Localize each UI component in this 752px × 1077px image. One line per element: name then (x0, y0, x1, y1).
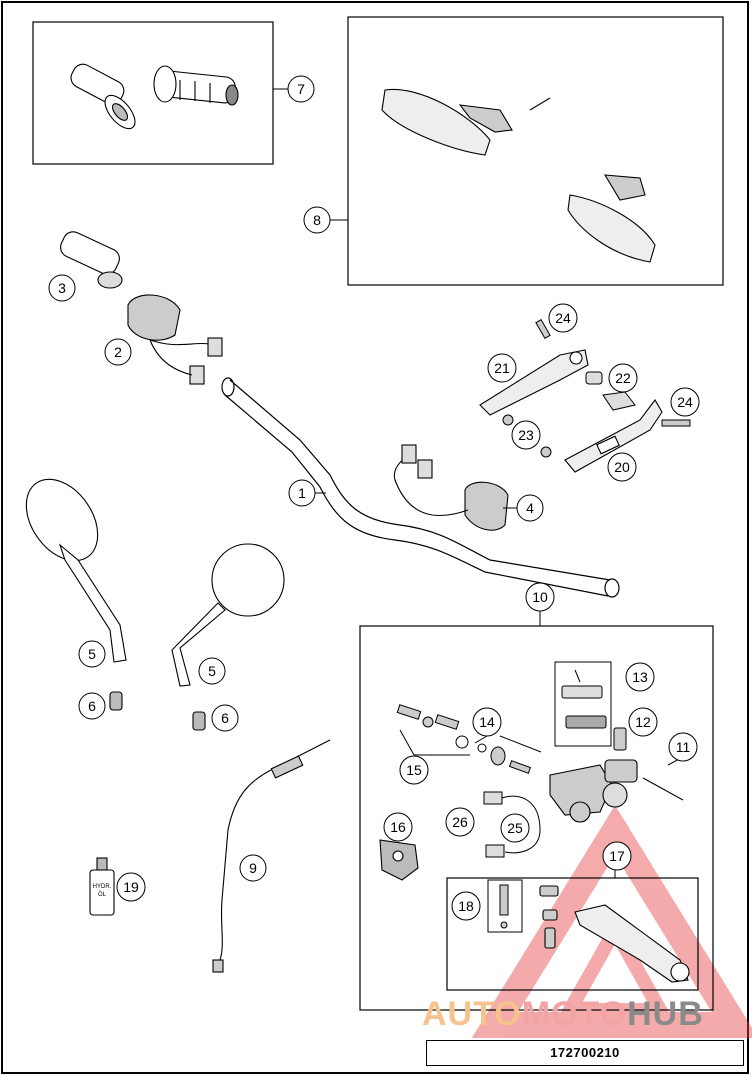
brake-switch (483, 791, 541, 858)
callout-21: 21 (487, 353, 517, 383)
callout-24a: 24 (548, 303, 578, 333)
svg-text:24: 24 (555, 310, 571, 326)
switch-right (393, 444, 509, 531)
svg-text:17: 17 (609, 848, 625, 864)
svg-text:20: 20 (614, 459, 630, 475)
callout-6a: 6 (78, 692, 106, 720)
lever-bracket-16 (379, 839, 419, 881)
pin-18 (499, 884, 509, 929)
svg-text:16: 16 (390, 819, 406, 835)
oil-bottle-label-2: ÖL (98, 891, 107, 898)
svg-text:6: 6 (221, 710, 229, 726)
svg-text:15: 15 (406, 762, 422, 778)
svg-text:6: 6 (88, 698, 96, 714)
svg-text:21: 21 (494, 360, 510, 376)
callout-25: 25 (500, 813, 530, 843)
svg-text:19: 19 (123, 879, 139, 895)
callout-11: 11 (668, 732, 698, 762)
svg-text:22: 22 (615, 370, 631, 386)
callout-13: 13 (625, 662, 655, 692)
drawing-number: 172700210 (426, 1040, 744, 1066)
callouts: 1 2 3 4 5 5 6 6 7 8 9 10 11 12 13 14 15 … (48, 75, 700, 921)
svg-text:4: 4 (526, 500, 534, 516)
callout-16: 16 (383, 812, 413, 842)
svg-text:7: 7 (297, 81, 305, 97)
svg-text:24: 24 (677, 394, 693, 410)
grip-right (153, 65, 239, 106)
leader-lines (273, 88, 684, 878)
svg-text:1: 1 (298, 485, 306, 501)
svg-text:2: 2 (114, 344, 122, 360)
callout-3: 3 (48, 274, 76, 302)
mirror-right (171, 543, 285, 687)
svg-text:11: 11 (676, 739, 691, 755)
callout-9: 9 (239, 854, 267, 882)
grip-left (70, 63, 136, 130)
lever-21 (479, 349, 589, 416)
piston-kit (396, 704, 532, 774)
callout-15: 15 (399, 755, 429, 785)
callout-2: 2 (104, 338, 132, 366)
master-cylinder (549, 759, 638, 823)
box-pin-detail (487, 879, 523, 933)
box-handguards (347, 16, 724, 286)
lever-hardware (502, 319, 691, 458)
oil-bottle (89, 857, 115, 916)
callout-12: 12 (628, 707, 658, 737)
callout-7: 7 (287, 75, 315, 103)
watermark-text: AUTOMOTOHUB (422, 995, 704, 1033)
callout-6b: 6 (211, 704, 239, 732)
callout-4: 4 (516, 494, 544, 522)
box-brake-lever (446, 877, 699, 991)
svg-text:8: 8 (313, 212, 321, 228)
callout-22: 22 (608, 363, 638, 393)
callout-20: 20 (607, 452, 637, 482)
callout-17: 17 (602, 841, 632, 871)
svg-text:5: 5 (88, 646, 96, 662)
throttle-assembly (60, 231, 223, 385)
mirror-nuts (109, 691, 206, 731)
box-grips (32, 21, 274, 165)
handguard-right (567, 174, 656, 263)
svg-text:14: 14 (479, 714, 495, 730)
callout-14: 14 (472, 707, 502, 737)
svg-text:5: 5 (208, 663, 216, 679)
svg-text:3: 3 (58, 280, 66, 296)
callout-19: 19 (116, 872, 146, 902)
lever-20 (564, 399, 663, 473)
mirror-left (25, 478, 127, 663)
svg-text:26: 26 (452, 814, 468, 830)
svg-text:10: 10 (532, 589, 548, 605)
svg-text:12: 12 (635, 714, 651, 730)
reservoir-cover (561, 669, 607, 729)
callout-26: 26 (445, 807, 475, 837)
svg-text:23: 23 (518, 427, 534, 443)
brake-lever-17 (539, 885, 690, 983)
banjo-bolt (613, 727, 627, 751)
handguard-left (381, 88, 551, 156)
callout-5a: 5 (78, 640, 106, 668)
callout-18: 18 (451, 891, 481, 921)
svg-text:25: 25 (507, 820, 523, 836)
callout-8: 8 (303, 206, 331, 234)
throttle-cable (212, 739, 331, 973)
callout-10: 10 (525, 582, 555, 612)
oil-bottle-label-1: HYDR. (93, 884, 112, 890)
svg-text:9: 9 (249, 860, 257, 876)
svg-text:13: 13 (632, 669, 648, 685)
handlebar (221, 377, 620, 598)
box-brake-master (359, 625, 714, 1011)
callout-1: 1 (288, 479, 316, 507)
callout-24b: 24 (670, 387, 700, 417)
svg-text:18: 18 (458, 898, 474, 914)
callout-5b: 5 (198, 657, 226, 685)
box-reservoir-cover (554, 661, 612, 747)
callout-23: 23 (511, 420, 541, 450)
